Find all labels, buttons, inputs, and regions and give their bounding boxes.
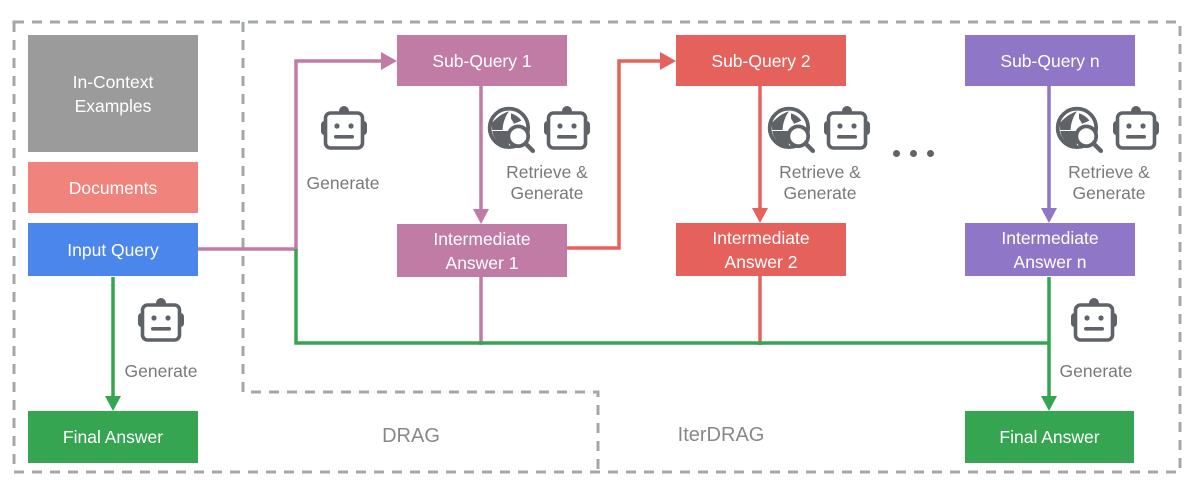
node-intermediate-answer-1: Intermediate Answer 1 [397, 224, 567, 277]
retrieve-generate-label-1: Retrieve & Generate [506, 162, 588, 203]
arrowhead-ia2 [752, 208, 768, 223]
region-label-iterdrag: IterDRAG [677, 424, 765, 446]
arrowhead-subquery1 [381, 52, 397, 70]
generate-label-subquery1: Generate [306, 173, 380, 193]
arrowhead-final-left [105, 396, 121, 411]
robot-icon [821, 104, 873, 159]
connector-ia1-to-subquery2 [566, 59, 660, 250]
node-sub-query-2: Sub-Query 2 [676, 35, 846, 86]
node-final-answer-right: Final Answer [965, 411, 1134, 463]
globe-search-icon [1054, 105, 1104, 160]
globe-search-icon [486, 105, 536, 160]
ellipsis-dots-icon [893, 150, 934, 157]
node-documents: Documents [28, 162, 198, 213]
arrowhead-subquery2 [660, 52, 676, 70]
node-input-query: Input Query [28, 223, 198, 276]
robot-icon [541, 104, 593, 159]
region-label-drag: DRAG [382, 425, 440, 447]
retrieve-generate-label-n: Retrieve & Generate [1068, 162, 1150, 203]
arrowhead-ian [1041, 208, 1057, 223]
globe-search-icon [766, 105, 816, 160]
node-in-context-examples: In-Context Examples [28, 35, 198, 152]
arrowhead-ia1 [473, 209, 489, 224]
robot-icon [318, 104, 370, 159]
generate-label-drag: Generate [124, 361, 198, 381]
robot-icon [1110, 104, 1162, 159]
node-sub-query-n: Sub-Query n [965, 35, 1135, 86]
node-final-answer-left: Final Answer [28, 411, 198, 463]
arrowhead-final-right [1041, 396, 1057, 411]
connector-collector [294, 249, 1049, 345]
robot-icon [1068, 296, 1120, 351]
generate-label-final: Generate [1059, 361, 1133, 381]
robot-icon [135, 296, 187, 351]
drag-iterdrag-partition [241, 22, 600, 472]
node-intermediate-answer-2: Intermediate Answer 2 [676, 223, 846, 276]
node-sub-query-1: Sub-Query 1 [397, 35, 567, 86]
retrieve-generate-label-2: Retrieve & Generate [779, 162, 861, 203]
connector-input-to-subquery1 [197, 59, 381, 251]
node-intermediate-answer-n: Intermediate Answer n [965, 223, 1135, 276]
outer-dashed-border [12, 20, 1182, 474]
